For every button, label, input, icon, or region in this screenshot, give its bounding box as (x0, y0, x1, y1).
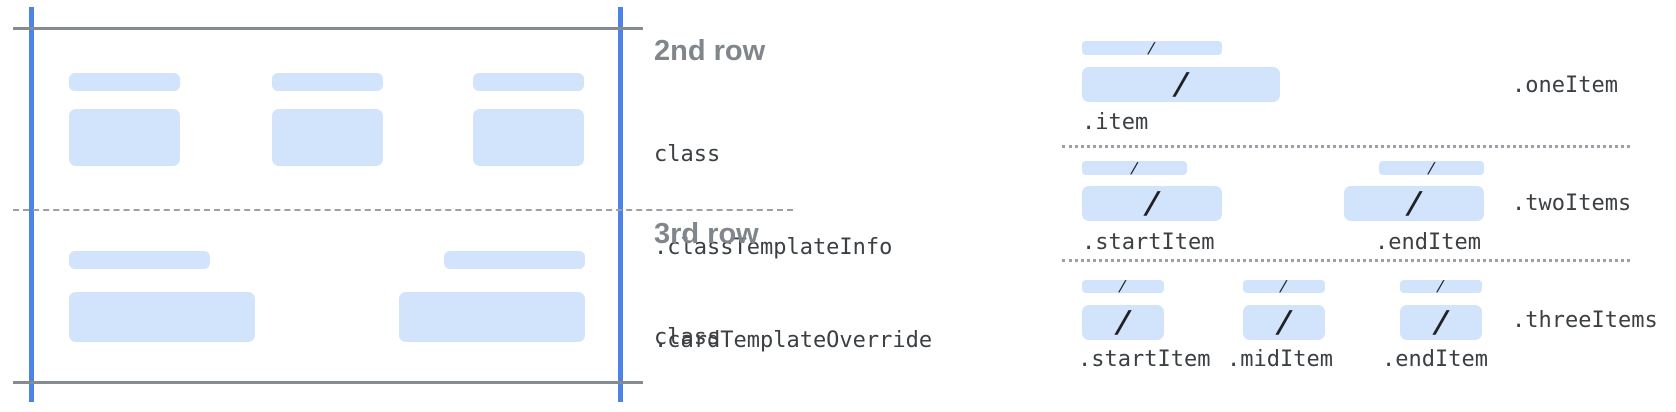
slash-glyph: / (1278, 277, 1290, 295)
three-items-start-label-bar: / (1082, 277, 1164, 295)
section-divider-dotted-line (1062, 145, 1630, 148)
three-items-end-value-bar: / (1400, 305, 1482, 340)
row3-start-label-placeholder (69, 251, 210, 269)
row3-start-value-placeholder (69, 292, 255, 342)
row2-heading: 2nd row (654, 35, 766, 67)
one-item-label-bar: / (1082, 38, 1222, 57)
card-bottom-boundary-line (13, 381, 643, 384)
two-items-end-label-bar: / (1379, 158, 1484, 177)
three-items-mid-value-bar: / (1243, 305, 1325, 340)
slash-glyph: / (1430, 304, 1452, 340)
two-items-start-label: .startItem (1082, 230, 1215, 255)
slash-glyph: / (1170, 66, 1192, 102)
code-line: class (654, 325, 721, 350)
one-item-item-label: .item (1082, 110, 1149, 135)
code-line: .classTemplateInfo (654, 235, 893, 260)
slash-glyph: / (1435, 277, 1447, 295)
slash-glyph: / (1273, 304, 1295, 340)
card-right-edge-guide (618, 7, 623, 402)
card-top-boundary-line (13, 27, 643, 30)
code-line: class (654, 142, 721, 167)
three-items-start-label: .startItem (1078, 347, 1211, 372)
slash-glyph: / (1141, 185, 1163, 221)
row2-col1-label-placeholder (69, 73, 180, 91)
three-items-end-label-bar: / (1400, 277, 1482, 295)
card-preview (0, 0, 660, 412)
row2-col3-value-placeholder (473, 109, 584, 166)
card-left-edge-guide (29, 7, 34, 402)
two-items-end-label: .endItem (1375, 230, 1481, 255)
slash-glyph: / (1426, 158, 1438, 177)
row3-heading: 3rd row (654, 218, 759, 250)
slash-glyph: / (1403, 185, 1425, 221)
slash-glyph: / (1112, 304, 1134, 340)
row2-col1-value-placeholder (69, 109, 180, 166)
slash-glyph: / (1129, 158, 1141, 177)
three-items-start-value-bar: / (1082, 305, 1164, 340)
section-divider-dotted-line (1062, 259, 1630, 262)
row2-col2-value-placeholder (272, 109, 383, 166)
two-items-end-value-bar: / (1344, 186, 1484, 221)
row-divider-dashed-line (13, 209, 793, 211)
three-items-mid-label-bar: / (1243, 277, 1325, 295)
slash-glyph: / (1117, 277, 1129, 295)
row2-code-block: class .classTemplateInfo .cardTemplateOv… (654, 77, 972, 412)
two-items-group-label: .twoItems (1512, 191, 1632, 216)
one-item-group-label: .oneItem (1512, 73, 1618, 98)
one-item-value-bar: / (1082, 67, 1280, 102)
three-items-group-label: .threeItems (1512, 308, 1658, 333)
row3-end-value-placeholder (399, 292, 585, 342)
row2-col2-label-placeholder (272, 73, 383, 91)
code-line: .cardTemplateOverride (654, 328, 933, 353)
row3-code-block: class .classTemplateInfo .cardTemplateOv… (654, 260, 972, 412)
row3-end-label-placeholder (444, 251, 585, 269)
slash-glyph: / (1146, 38, 1158, 57)
three-items-mid-label: .midItem (1227, 347, 1333, 372)
three-items-end-label: .endItem (1382, 347, 1488, 372)
two-items-start-value-bar: / (1082, 186, 1222, 221)
row2-col3-label-placeholder (473, 73, 584, 91)
two-items-start-label-bar: / (1082, 158, 1187, 177)
